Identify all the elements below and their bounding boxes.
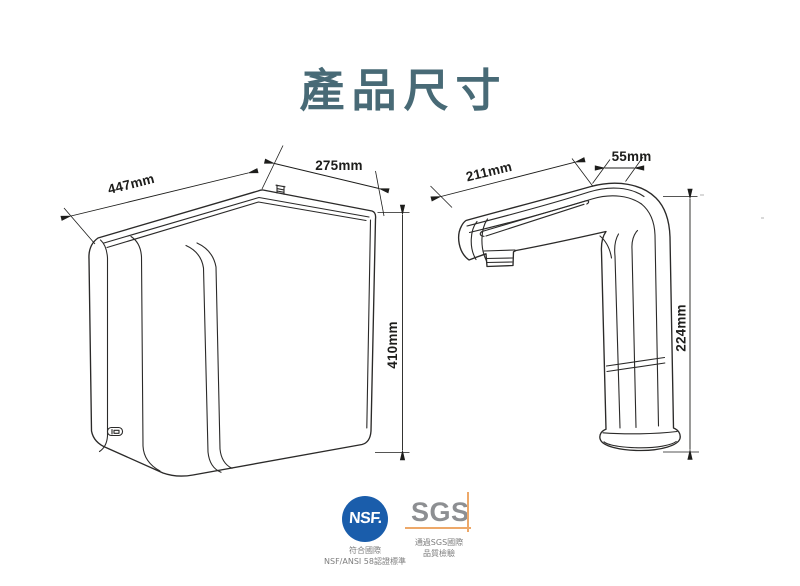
dimension-275: 275mm <box>263 158 390 217</box>
indicator-led <box>106 426 124 437</box>
sgs-certification: SGS 通過SGS國際 品質檢驗 <box>399 490 479 559</box>
nsf-caption-line2: NSF/ANSI 58認證標準 <box>324 556 406 566</box>
sgs-logo: SGS <box>403 490 475 534</box>
purifier-unit-drawing: 447mm 275mm 410mm <box>60 145 410 477</box>
dimension-410: 410mm <box>375 204 410 461</box>
dimension-224: 224mm <box>663 188 699 460</box>
purifier-height-label: 410mm <box>385 321 400 369</box>
faucet-width-label: 55mm <box>612 149 652 164</box>
faucet-height-label: 224mm <box>674 304 689 352</box>
print-speck <box>761 217 764 219</box>
sgs-caption-line1: 通過SGS國際 <box>414 538 464 547</box>
sgs-logo-text: SGS <box>411 497 470 527</box>
certification-logos: NSF. 符合國際 NSF/ANSI 58認證標準 SGS 通過SGS國際 品質… <box>0 490 800 580</box>
print-speck <box>700 194 704 196</box>
nsf-caption-line1: 符合國際 <box>349 546 381 555</box>
sgs-caption-line2: 品質檢驗 <box>423 548 455 558</box>
sgs-logo-vertical-line <box>467 492 469 532</box>
sgs-caption: 通過SGS國際 品質檢驗 <box>399 538 479 559</box>
nsf-certification: NSF. 符合國際 NSF/ANSI 58認證標準 <box>310 496 420 567</box>
purifier-width-label: 447mm <box>106 171 156 197</box>
page-title: 產品尺寸 <box>299 64 508 117</box>
faucet-length-label: 211mm <box>464 159 513 185</box>
dimension-55: 55mm <box>592 149 652 184</box>
faucet-drawing: 211mm 55mm 224mm <box>430 149 699 460</box>
dimension-447: 447mm <box>60 145 284 245</box>
nsf-logo: NSF. <box>342 496 388 542</box>
sgs-logo-horizontal-line <box>405 527 471 529</box>
nsf-logo-text: NSF. <box>348 510 382 527</box>
dimension-211: 211mm <box>430 157 594 208</box>
purifier-depth-label: 275mm <box>315 158 363 173</box>
nsf-caption: 符合國際 NSF/ANSI 58認證標準 <box>310 546 420 567</box>
